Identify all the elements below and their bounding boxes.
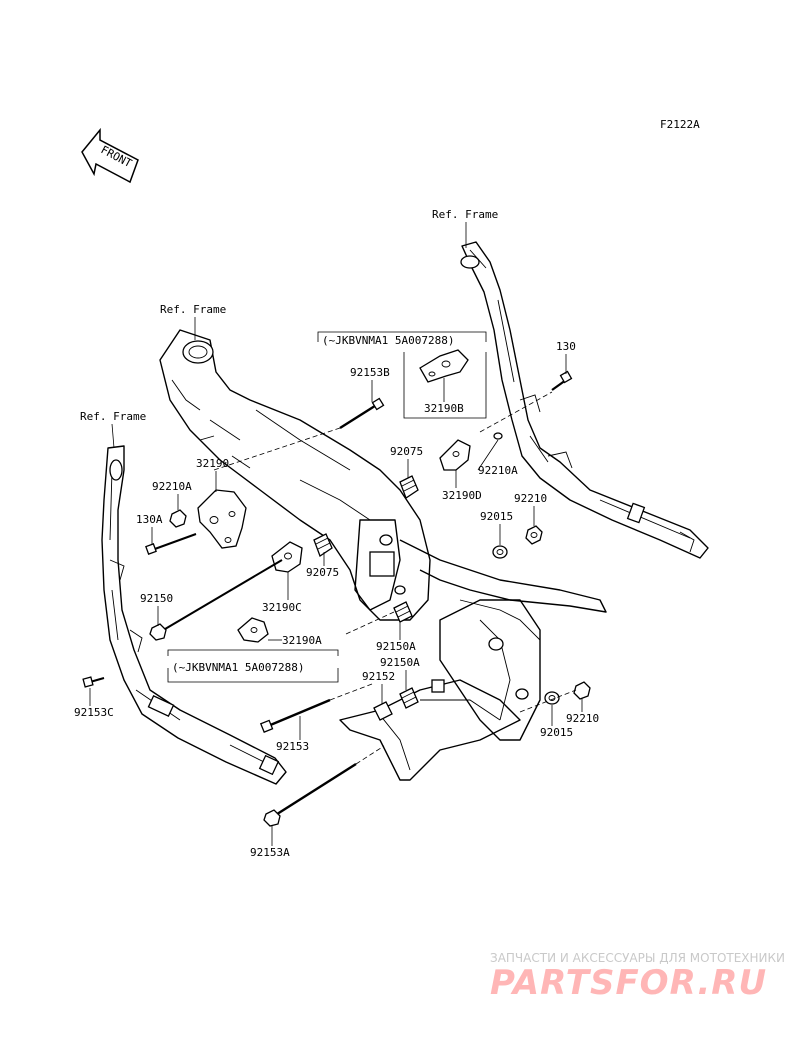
label-92150A-1: 92150A <box>376 640 416 653</box>
nut-92210-lower <box>573 681 591 700</box>
label-92153B: 92153B <box>350 366 390 379</box>
bushing-92075-mid <box>313 533 333 557</box>
bolt-92153A <box>263 762 357 827</box>
callout-box-32190A: 32190A (~JKBVNMA1 5A007288) <box>167 617 339 683</box>
bolt-130A <box>145 533 197 555</box>
bracket-32190C <box>271 541 303 573</box>
washer-92015-lower <box>544 691 560 705</box>
bolt-92153C <box>82 676 105 688</box>
bolt-92153B <box>339 397 385 430</box>
watermark: ЗАПЧАСТИ И АКСЕССУАРЫ ДЛЯ МОТОТЕХНИКИ PA… <box>490 951 785 1003</box>
nut-92210-upper-right <box>525 525 543 545</box>
label-92075-mid: 92075 <box>306 566 339 579</box>
ref-frame-label-left: Ref. Frame <box>80 410 146 423</box>
label-92015-upper: 92015 <box>480 510 513 523</box>
watermark-brand: PARTSFOR.RU <box>490 963 767 1003</box>
label-92150A-2: 92150A <box>380 656 420 669</box>
label-92210-upper: 92210 <box>514 492 547 505</box>
diagram-code: F2122A <box>660 118 700 131</box>
bushing-92150A-lower <box>399 687 419 709</box>
front-arrow-icon: FRONT <box>81 127 139 184</box>
label-92153A: 92153A <box>250 846 290 859</box>
callout-box-32190B: (~JKBVNMA1 5A007288) 32190B <box>317 331 487 419</box>
label-92210-lower: 92210 <box>566 712 599 725</box>
bracket-32190 <box>197 489 247 549</box>
label-32190A: 32190A <box>282 634 322 647</box>
label-32190C: 32190C <box>262 601 302 614</box>
rod-92150 <box>149 559 283 641</box>
left-frame-rail <box>101 445 287 785</box>
label-92015-lower: 92015 <box>540 726 573 739</box>
label-92153: 92153 <box>276 740 309 753</box>
label-92153C: 92153C <box>74 706 114 719</box>
label-130: 130 <box>556 340 576 353</box>
label-32190B: 32190B <box>424 402 464 415</box>
label-92150: 92150 <box>140 592 173 605</box>
right-frame-rail <box>460 241 709 559</box>
washer-92015-upper-right <box>492 545 508 559</box>
bolt-92153 <box>259 698 331 733</box>
label-32190D: 32190D <box>442 489 482 502</box>
main-frame <box>159 329 607 781</box>
ref-frame-label-center: Ref. Frame <box>160 303 226 316</box>
label-92210A-left: 92210A <box>152 480 192 493</box>
nut-92210A-left <box>169 509 187 528</box>
ref-frame-label-right: Ref. Frame <box>432 208 498 221</box>
bushing-92150A-upper <box>393 601 413 623</box>
callout-serial-lower: (~JKBVNMA1 5A007288) <box>172 661 304 674</box>
label-130A: 130A <box>136 513 163 526</box>
callout-serial-upper: (~JKBVNMA1 5A007288) <box>322 334 454 347</box>
bolt-130 <box>551 370 573 391</box>
label-92152: 92152 <box>362 670 395 683</box>
bracket-32190D <box>439 432 503 471</box>
label-92210A-right: 92210A <box>478 464 518 477</box>
label-92075-upper: 92075 <box>390 445 423 458</box>
label-32190: 32190 <box>196 457 229 470</box>
watermark-tagline: ЗАПЧАСТИ И АКСЕССУАРЫ ДЛЯ МОТОТЕХНИКИ <box>490 951 785 965</box>
